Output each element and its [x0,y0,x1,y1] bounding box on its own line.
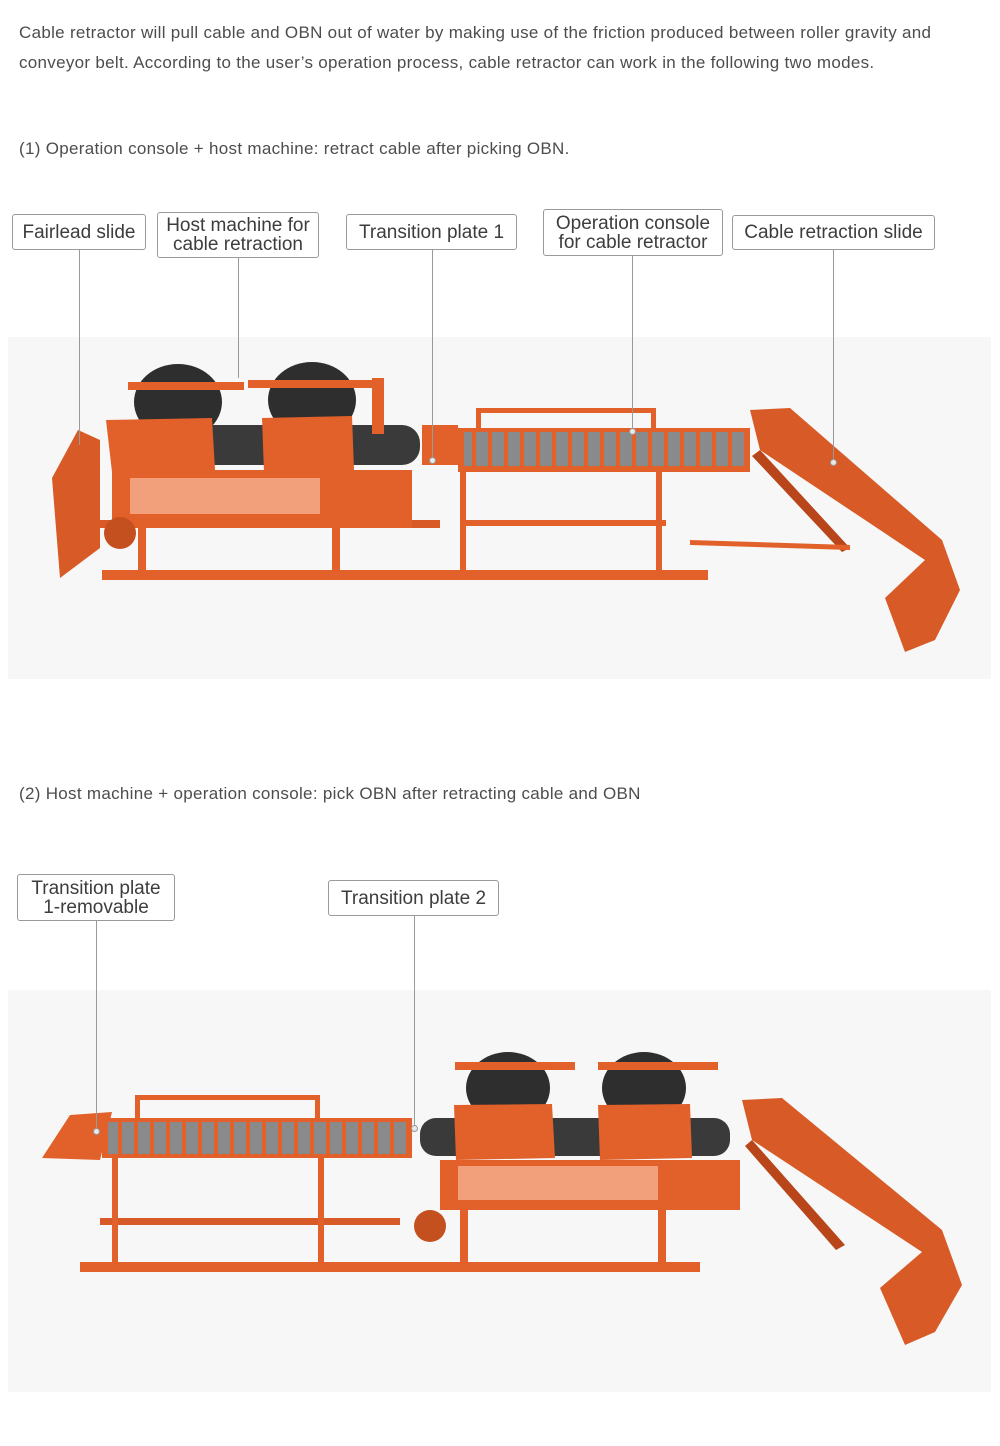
leader-dot [93,1128,100,1135]
leader-line [414,916,415,1128]
leader-dot [411,1125,418,1132]
callout-transition-plate-1-removable: Transition plate 1-removable [17,874,175,921]
leader-line [96,921,97,1131]
callout-transition-plate-2: Transition plate 2 [328,880,499,916]
